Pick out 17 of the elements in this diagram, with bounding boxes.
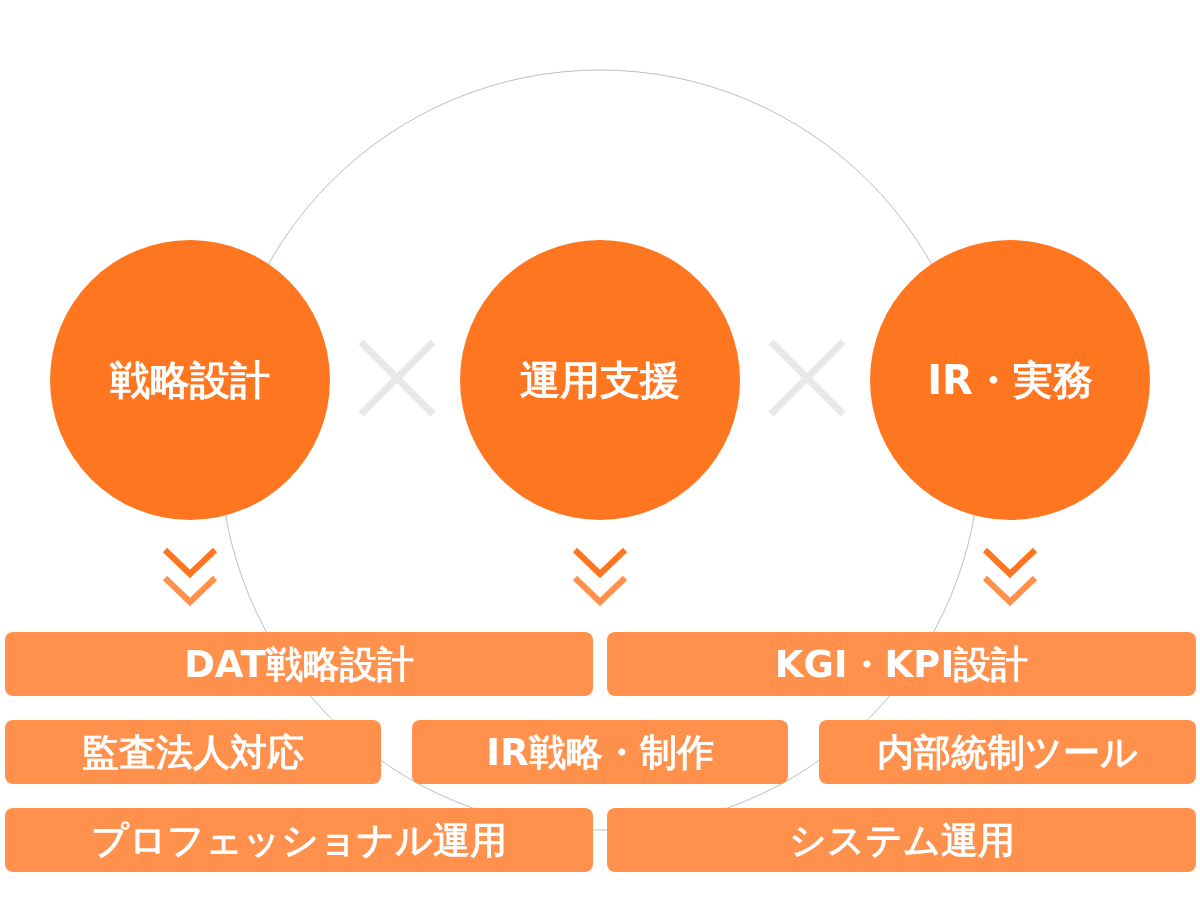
circle-label: 運用支援 xyxy=(520,360,680,400)
rounded-box xyxy=(607,808,1196,872)
rounded-box xyxy=(412,720,788,784)
box-label: IR戦略・制作 xyxy=(486,733,714,771)
box-label: DAT戦略設計 xyxy=(184,645,414,683)
rounded-box xyxy=(5,808,593,872)
rounded-box xyxy=(607,632,1196,696)
box-label: プロフェッショナル運用 xyxy=(91,821,507,859)
rounded-box xyxy=(819,720,1196,784)
box-label: KGI・KPI設計 xyxy=(774,645,1029,683)
circle-label: 戦略設計 xyxy=(110,360,270,400)
rounded-box xyxy=(5,632,593,696)
circle-label: IR・実務 xyxy=(927,360,1093,400)
box-label: 監査法人対応 xyxy=(82,733,304,771)
box-label: システム運用 xyxy=(788,821,1015,859)
box-label: 内部統制ツール xyxy=(877,733,1138,771)
rounded-box xyxy=(5,720,381,784)
